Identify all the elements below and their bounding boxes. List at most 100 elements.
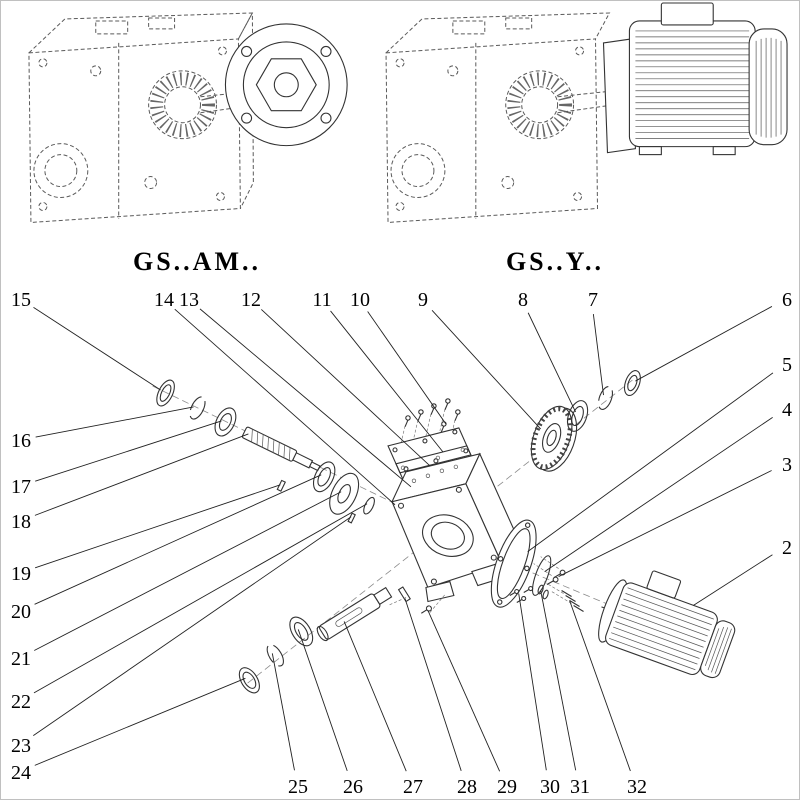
callout-3: 3 <box>782 454 792 476</box>
leader-15 <box>33 307 161 391</box>
leader-7 <box>592 314 604 396</box>
circlip-output-bottom <box>266 644 284 667</box>
gearbox-drawing-y <box>385 2 788 223</box>
callout-31: 31 <box>570 776 590 798</box>
circlip-input <box>189 396 206 420</box>
callout-6: 6 <box>782 289 792 311</box>
leader-30 <box>518 593 547 771</box>
leader-4 <box>544 416 773 572</box>
worm-gear-disc <box>329 472 360 515</box>
bearing-input-2 <box>312 461 336 493</box>
callout-22: 22 <box>11 691 31 713</box>
leader-19 <box>34 484 281 569</box>
leader-6 <box>635 306 773 382</box>
callout-28: 28 <box>457 776 477 798</box>
bore-hatch <box>150 72 215 138</box>
output-shaft <box>316 586 393 642</box>
callout-26: 26 <box>343 776 363 798</box>
leader-31 <box>540 590 577 771</box>
leader-2 <box>693 554 773 606</box>
callout-19: 19 <box>11 563 31 585</box>
leader-16 <box>35 406 194 438</box>
callout-8: 8 <box>518 289 528 311</box>
stud-set <box>543 581 584 612</box>
terminal-box <box>660 2 714 26</box>
flange-gasket-ring <box>531 555 552 596</box>
drain-plug <box>421 605 432 614</box>
callout-4: 4 <box>782 399 792 421</box>
callout-20: 20 <box>11 601 31 623</box>
oil-seal-output-bottom <box>238 667 260 694</box>
flange-bolts <box>533 556 566 586</box>
leader-26 <box>297 629 348 772</box>
callout-21: 21 <box>11 648 31 670</box>
callout-29: 29 <box>497 776 517 798</box>
callout-24: 24 <box>11 762 31 784</box>
flange-am <box>224 23 348 147</box>
callout-9: 9 <box>418 289 428 311</box>
leader-29 <box>427 610 501 772</box>
leader-21 <box>34 491 342 651</box>
gear-housing <box>391 452 517 603</box>
cover-screws <box>399 398 461 452</box>
variant-label-gs-am: GS..AM.. <box>133 247 261 276</box>
callout-25: 25 <box>288 776 308 798</box>
leader-lines <box>33 306 774 772</box>
leader-23 <box>33 516 352 737</box>
leader-25 <box>271 653 295 771</box>
callout-30: 30 <box>540 776 560 798</box>
callout-27: 27 <box>403 776 423 798</box>
worm-shaft <box>241 426 321 472</box>
leader-5 <box>527 372 774 552</box>
variant-label-gs-y: GS..Y.. <box>505 247 605 276</box>
shim-ring <box>363 496 375 515</box>
callout-11: 11 <box>312 289 332 311</box>
callout-13: 13 <box>179 289 199 311</box>
leader-13 <box>199 308 412 488</box>
leader-14 <box>174 308 396 506</box>
exploded-view <box>152 370 736 694</box>
callout-17: 17 <box>11 476 31 498</box>
leader-17 <box>35 420 222 482</box>
oil-seal-input <box>156 379 175 407</box>
leader-3 <box>558 470 772 577</box>
leader-8 <box>527 312 576 413</box>
bearing-input <box>214 407 237 437</box>
circlip-output-top <box>597 386 613 410</box>
leader-20 <box>34 474 322 605</box>
motor-flange-cover <box>490 519 537 608</box>
oil-seal-output-top <box>623 370 641 397</box>
leader-32 <box>569 600 631 772</box>
callout-14: 14 <box>154 289 174 311</box>
leader-24 <box>34 677 246 766</box>
callout-10: 10 <box>350 289 370 311</box>
bearing-output-top <box>566 400 589 432</box>
leader-18 <box>34 433 249 516</box>
leader-11 <box>330 310 444 453</box>
motor-terminal-box <box>646 570 682 599</box>
callout-15: 15 <box>11 289 31 311</box>
gearbox-drawing-am <box>28 12 348 223</box>
leader-9 <box>431 309 541 430</box>
motor-fan-cover <box>700 620 736 679</box>
callout-16: 16 <box>11 430 31 452</box>
bearing-output-bottom <box>289 616 314 647</box>
leader-22 <box>33 503 368 694</box>
callout-7: 7 <box>588 289 598 311</box>
bore-hatch <box>507 72 573 138</box>
callout-2: 2 <box>782 537 792 559</box>
shaft-key <box>397 586 411 603</box>
helical-gear <box>530 405 578 472</box>
motor <box>598 570 736 679</box>
leader-28 <box>404 598 462 771</box>
fan-cover <box>748 28 788 146</box>
leader-27 <box>343 621 407 772</box>
callout-18: 18 <box>11 511 31 533</box>
leader-12 <box>261 309 431 467</box>
callout-23: 23 <box>11 735 31 757</box>
motor-drawing <box>602 2 788 156</box>
callout-12: 12 <box>241 289 261 311</box>
callout-32: 32 <box>627 776 647 798</box>
